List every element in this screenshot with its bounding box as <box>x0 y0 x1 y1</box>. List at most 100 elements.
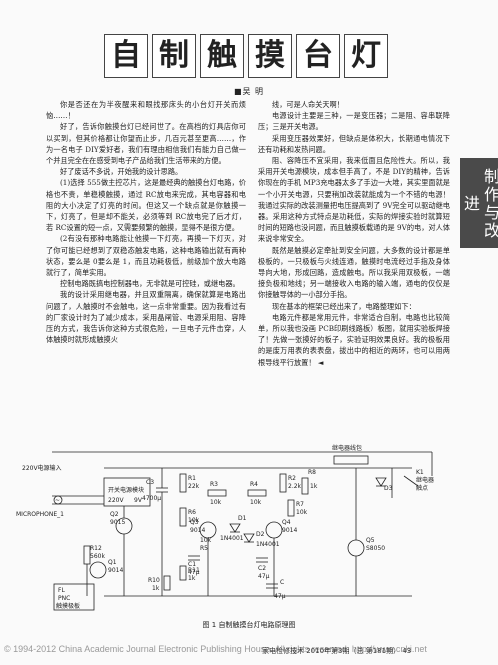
paragraph: 阻、容降压不宜采用，我来低面且危险性大。所以，我采用开关电源模块，成本但手高了，… <box>258 156 450 244</box>
paragraph: 既然是触摸必定牵扯到安全问题，大多数的设计都是单极板的，一只极板与火线连通，触摸… <box>258 245 450 300</box>
title-char: 灯 <box>351 38 381 73</box>
label-r5-value: 10k <box>200 537 212 544</box>
label-relay-coil: 继电器线包 <box>332 444 362 452</box>
label-r11: R11 <box>188 567 200 574</box>
paragraph: 线，可是人命关天啊！ <box>272 100 344 109</box>
label-q2: Q2 <box>110 511 119 518</box>
label-q3-value: 9014 <box>190 527 205 534</box>
diode-d2 <box>243 533 255 543</box>
label-d1: D1 <box>238 515 247 522</box>
title-char-box: 制 <box>152 34 196 78</box>
label-d2-value: 1N4001 <box>256 541 280 548</box>
label-q4: Q4 <box>282 519 291 526</box>
title-char-box: 自 <box>104 34 148 78</box>
transistor-q5 <box>347 539 365 557</box>
title-char-box: 灯 <box>344 34 388 78</box>
label-q4-value: 9014 <box>282 527 297 534</box>
resistor-r8 <box>301 477 309 495</box>
paragraph: 现在基本的框架已经出来了，电路整理如下： <box>272 301 416 311</box>
touch-plate-fl <box>53 583 95 611</box>
label-r4: R4 <box>250 481 258 488</box>
paragraph: (1)选择 555做主控芯片，这是最经典的触摸台灯电路，价格也不贵，单稳模触摸，… <box>46 178 246 233</box>
label-c2: C2 <box>258 565 266 572</box>
left-text-column: 你是否还在为半夜醒来和眼找那床头的小台灯开关而烦恼……！ 好了，告诉你触摸台灯已… <box>46 99 246 345</box>
label-fl-value: PNC <box>58 595 70 602</box>
copyright-footer: © 1994-2012 China Academic Journal Elect… <box>4 644 427 654</box>
resistor-r4 <box>247 489 267 497</box>
paragraph: 控制电路既搞电控制器电，无非就是可控硅，或继电器。 <box>60 279 240 289</box>
label-fl: FL <box>58 587 65 594</box>
label-c1: C1 <box>188 561 196 568</box>
relay-coil <box>333 455 369 465</box>
title-char: 制 <box>159 38 189 73</box>
resistor-r10 <box>163 575 171 591</box>
ac-source-symbol <box>53 495 63 505</box>
label-r4-value: 10k <box>250 499 262 506</box>
label-r7: R7 <box>296 501 304 508</box>
label-d2: D2 <box>256 531 265 538</box>
label-psu-in: 220V <box>108 497 124 504</box>
title-char: 自 <box>111 38 141 73</box>
label-q3: Q3 <box>190 519 199 526</box>
transistor-q1 <box>89 561 107 579</box>
label-r12-value: 560k <box>90 553 105 560</box>
label-mains-symbol: ~ <box>55 497 60 504</box>
label-c1-value: 47μ <box>188 569 200 576</box>
paragraph: 你是否还在为半夜醒来和眼找那床头的小台灯开关而烦恼……！ <box>46 100 246 121</box>
label-c3: C3 <box>146 479 154 486</box>
figure-caption: 图 1 自制触摸台灯电路原理图 <box>202 621 296 629</box>
title-char-box: 台 <box>296 34 340 78</box>
label-d3: D3 <box>384 485 393 492</box>
right-text-column: 线，可是人命关天啊！ 电源设计主要是三种，一是变压器；二是阻、容串联降压；三是开… <box>258 99 450 368</box>
relay-contact-k1 <box>403 475 419 487</box>
resistor-r7 <box>287 499 295 517</box>
title-char: 触 <box>207 38 237 73</box>
label-r10: R10 <box>148 577 160 584</box>
paragraph: (2有没有那种电路能让他摸一下灯亮，再摸一下灯灭，对了你可能已经想到了双稳态触发… <box>46 234 246 278</box>
resistor-r2 <box>279 473 287 493</box>
label-r11-value: 1k <box>188 575 196 582</box>
title-char-box: 摸 <box>248 34 292 78</box>
label-d1-value: 1N4001 <box>220 535 244 542</box>
resistor-r1 <box>179 473 187 493</box>
label-r7-value: 10k <box>296 509 308 516</box>
label-q1: Q1 <box>108 559 117 566</box>
paragraph: 采用变压器效果好，但缺点是体积大，长期通电情况下还有功耗和发热问题。 <box>258 133 450 154</box>
title-char: 摸 <box>255 38 285 73</box>
psu-block <box>103 477 151 507</box>
label-k1-note1: 继电器 <box>416 476 434 484</box>
resistor-r11 <box>179 565 187 581</box>
diode-d3 <box>375 477 387 487</box>
transistor-q4 <box>265 521 283 539</box>
label-r8-value: 1k <box>310 483 318 490</box>
label-r10-value: 1k <box>152 585 160 592</box>
label-q5-value: S8050 <box>366 545 385 552</box>
paragraph: 我的设计采用继电器，并且双重隔离，确保就算是电路出问题了，人触摸时不会触电，这一… <box>46 290 246 345</box>
label-c2-value: 47μ <box>258 573 270 580</box>
paragraph: 电路元件都是常用元件，非常适合自制，电路也比较简单，所以我也没画 PCB印刷线路… <box>258 312 450 368</box>
label-q1-value: 9014 <box>108 567 123 574</box>
resistor-r3 <box>207 489 227 497</box>
label-r2: R2 <box>288 475 296 482</box>
title-char-box: 触 <box>200 34 244 78</box>
label-r2-value: 2.2k <box>288 483 302 490</box>
article-title: 自 制 触 摸 台 灯 <box>0 34 498 86</box>
label-r12: R12 <box>90 545 102 552</box>
circuit-svg: 220V电源输入 ~ MICROPHONE_1 开关电源模块 220V 9V 继… <box>16 444 434 611</box>
section-badge: 制作与改进 <box>460 158 498 248</box>
label-r3: R3 <box>210 481 218 488</box>
label-r6: R6 <box>188 509 196 516</box>
label-psu: 开关电源模块 <box>108 486 144 494</box>
label-r8: R8 <box>308 469 316 476</box>
label-c: C <box>280 579 284 586</box>
author-byline: ■吴 明 <box>233 87 265 96</box>
label-microphone: MICROPHONE_1 <box>16 511 64 518</box>
label-r1: R1 <box>188 475 196 482</box>
title-char: 台 <box>303 38 333 73</box>
diode-d1 <box>229 523 241 533</box>
label-r6-value: 10k <box>188 517 200 524</box>
label-k1: K1 <box>416 469 424 476</box>
journal-footer: 家电检修技术 2010年第3期（总 第181期） 43 <box>262 647 412 655</box>
label-q2-value: 9015 <box>110 519 125 526</box>
section-badge-label: 制作与改进 <box>461 168 498 240</box>
